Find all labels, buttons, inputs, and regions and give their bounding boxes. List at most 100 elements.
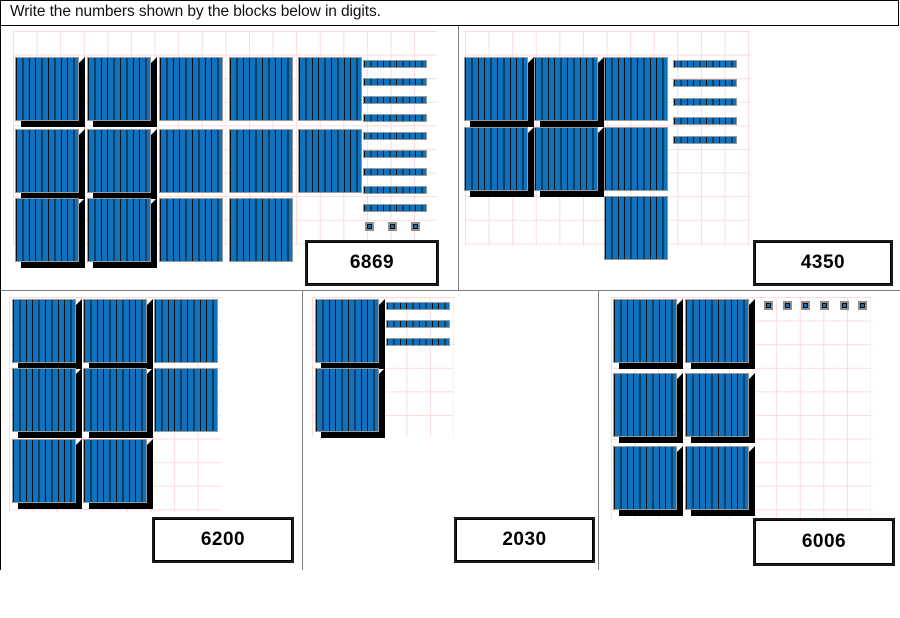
cube-shadow-bevel <box>377 368 385 376</box>
flat-face <box>159 198 223 262</box>
flat-face <box>604 57 668 121</box>
cube-shadow-bevel <box>747 373 755 381</box>
thousand-cube <box>15 198 85 268</box>
flat-face <box>229 57 293 121</box>
flat-face <box>604 127 668 191</box>
one-unit <box>365 222 374 231</box>
cube-face <box>613 299 677 363</box>
hundred-flat <box>229 57 293 121</box>
rod-face <box>673 98 737 106</box>
one-unit <box>764 301 773 310</box>
thousand-cube <box>12 368 82 438</box>
problem-cell-4: 2030 <box>303 291 599 570</box>
cube-face <box>613 373 677 437</box>
thousand-cube <box>12 299 82 369</box>
thousand-cube <box>83 368 153 438</box>
cube-shadow-bevel <box>526 127 534 135</box>
rod-face <box>673 60 737 68</box>
thousand-cube <box>12 439 82 509</box>
answer-value: 6200 <box>200 529 246 550</box>
ten-rod <box>386 320 450 328</box>
thousand-cube <box>315 299 385 369</box>
cube-face <box>15 129 79 193</box>
cube-shadow-bevel <box>747 446 755 454</box>
thousand-cube <box>83 299 153 369</box>
cube-shadow-bevel <box>145 299 153 307</box>
cube-face <box>685 373 749 437</box>
blocks-group-2 <box>459 26 900 290</box>
thousand-cube <box>464 57 534 127</box>
worksheet-frame: Write the numbers shown by the blocks be… <box>0 0 900 570</box>
cube-shadow-bevel <box>77 129 85 137</box>
hundred-flat <box>154 368 218 432</box>
cube-shadow-bevel <box>74 439 82 447</box>
cube-face <box>685 446 749 510</box>
one-unit <box>388 222 397 231</box>
thousand-cube <box>87 198 157 268</box>
rod-face <box>363 186 427 194</box>
flat-face <box>229 129 293 193</box>
flat-face <box>229 198 293 262</box>
rod-face <box>363 204 427 212</box>
answer-box-3[interactable]: 6200 <box>154 519 292 561</box>
rod-face <box>386 338 450 346</box>
flat-face <box>298 57 362 121</box>
answer-box-5[interactable]: 6006 <box>755 520 893 564</box>
hundred-flat <box>159 198 223 262</box>
answer-value: 6006 <box>801 531 847 552</box>
one-unit <box>783 301 792 310</box>
answer-box-1[interactable]: 6869 <box>307 242 437 284</box>
cube-shadow-bevel <box>377 299 385 307</box>
answer-box-4[interactable]: 2030 <box>456 519 593 561</box>
rod-face <box>673 79 737 87</box>
cube-face <box>12 439 76 503</box>
rod-face <box>386 302 450 310</box>
cube-face <box>83 299 147 363</box>
cube-face <box>12 368 76 432</box>
unit-face <box>764 301 773 310</box>
hundred-flat <box>229 129 293 193</box>
hundred-flat <box>298 57 362 121</box>
ten-rod <box>386 302 450 310</box>
hundred-flat <box>229 198 293 262</box>
cube-face <box>534 57 598 121</box>
cube-face <box>315 299 379 363</box>
cube-shadow-bevel <box>596 127 604 135</box>
thousand-cube <box>83 439 153 509</box>
problem-cell-5: 6006 <box>599 291 900 570</box>
cube-face <box>12 299 76 363</box>
cube-shadow-bevel <box>675 373 683 381</box>
hundred-flat <box>159 129 223 193</box>
thousand-cube <box>613 373 683 443</box>
rod-face <box>673 136 737 144</box>
thousand-cube <box>464 127 534 197</box>
one-unit <box>820 301 829 310</box>
cube-face <box>464 57 528 121</box>
instruction-row: Write the numbers shown by the blocks be… <box>1 1 898 26</box>
cube-shadow-bevel <box>77 198 85 206</box>
blocks-group-3 <box>1 291 302 570</box>
cube-shadow-bevel <box>149 129 157 137</box>
unit-face <box>388 222 397 231</box>
ten-rod <box>673 79 737 87</box>
thousand-cube <box>87 57 157 127</box>
answer-box-2[interactable]: 4350 <box>755 242 891 284</box>
cube-shadow-bevel <box>149 198 157 206</box>
flat-face <box>604 196 668 260</box>
unit-face <box>801 301 810 310</box>
unit-face <box>840 301 849 310</box>
rod-face <box>363 96 427 104</box>
cube-face <box>87 57 151 121</box>
cube-face <box>613 446 677 510</box>
hundred-flat <box>154 299 218 363</box>
instruction-text: Write the numbers shown by the blocks be… <box>10 3 381 20</box>
thousand-cube <box>685 299 755 369</box>
cube-face <box>87 198 151 262</box>
ten-rod <box>363 132 427 140</box>
cube-shadow-bevel <box>145 439 153 447</box>
cube-face <box>685 299 749 363</box>
cube-shadow-bevel <box>77 57 85 65</box>
unit-face <box>365 222 374 231</box>
hundred-flat <box>298 129 362 193</box>
one-unit <box>858 301 867 310</box>
